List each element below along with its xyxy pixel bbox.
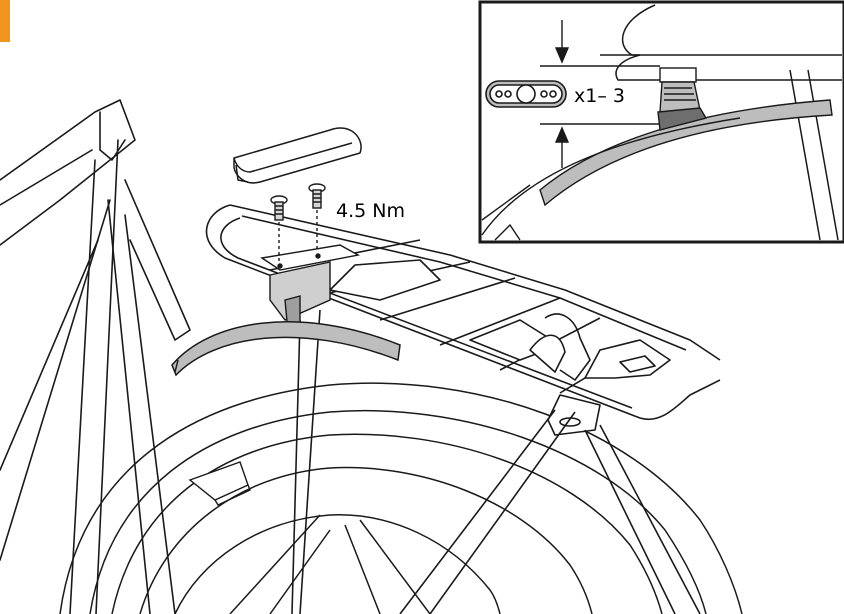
rack-platform-plate [260,244,361,333]
rear-wheel [59,382,743,614]
orange-step-marker [0,0,10,42]
inset-fender [481,99,833,241]
rear-rack [205,204,721,614]
fender-mount-bracket [188,461,251,506]
detail-inset: x1– 3 [478,0,844,244]
rear-fender [171,321,401,377]
torque-label: 4.5 Nm [336,200,405,222]
fender-clip-cover [233,127,362,184]
spacer-count-label: x1– 3 [574,85,625,107]
spacer-washer-icon [485,80,567,108]
screw-icon [270,183,326,262]
dimension-arrow-icon [540,20,660,168]
bicycle-frame [0,99,191,614]
